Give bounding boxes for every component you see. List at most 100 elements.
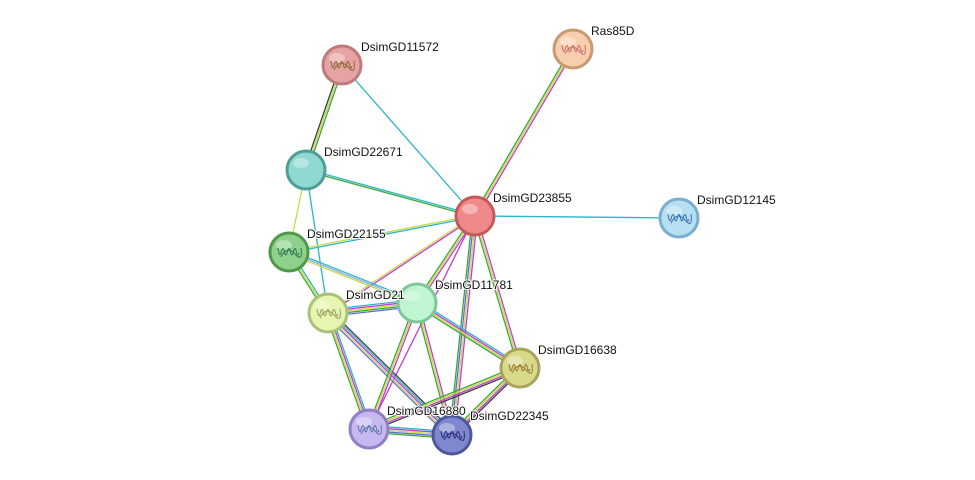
edge-strand-cyan (305, 168, 476, 216)
edge-n11572-n23855[interactable] (341, 64, 476, 217)
node-circle[interactable] (499, 347, 541, 389)
node-circle[interactable] (396, 282, 438, 324)
node-n11572[interactable] (321, 44, 363, 86)
edge-strand-blue (450, 215, 475, 436)
node-circle[interactable] (321, 44, 363, 86)
protein-structure-icon (440, 430, 463, 439)
edge-strand-yellow (326, 214, 476, 313)
edge-strand-cyan (328, 311, 454, 435)
edge-n23855-n21[interactable] (326, 214, 477, 315)
node-circle[interactable] (454, 195, 496, 237)
node-n16638[interactable] (499, 347, 541, 389)
edge-strand-magenta (475, 214, 523, 369)
node-highlight (404, 291, 420, 301)
node-circle[interactable] (307, 292, 349, 334)
edge-ras85d-n23855[interactable] (472, 47, 576, 218)
node-n22345[interactable] (431, 414, 473, 456)
node-n23855[interactable] (454, 195, 496, 237)
edge-strand-cyan (288, 249, 419, 303)
node-label-n16880: DsimGD16880 (387, 404, 466, 418)
node-label-n21: DsimGD21 (346, 288, 405, 302)
edge-strand-green (305, 170, 476, 218)
edge-n16638-n16880[interactable] (367, 364, 522, 433)
edge-n22671-n21[interactable] (305, 169, 329, 314)
node-highlight (439, 423, 455, 433)
protein-structure-icon (508, 363, 531, 372)
edge-strand-black (369, 369, 522, 433)
node-highlight (293, 158, 309, 168)
node-label-n12145: DsimGD12145 (697, 193, 776, 207)
node-n11781[interactable] (396, 282, 438, 324)
edge-strand-magenta (453, 215, 479, 436)
node-circle[interactable] (268, 231, 310, 273)
edge-strand-cyan (341, 64, 476, 217)
edge-strand-magenta (475, 49, 576, 218)
node-circle[interactable] (552, 28, 594, 70)
edge-strand-cyan (329, 311, 373, 429)
protein-structure-icon (357, 424, 380, 433)
protein-structure-icon (561, 44, 584, 53)
edge-strand-yellow (416, 302, 453, 436)
node-circle[interactable] (285, 149, 327, 191)
edge-n21-n16880[interactable] (324, 311, 373, 431)
edge-strand-yellow (368, 302, 418, 430)
edge-strand-green (324, 313, 368, 431)
node-highlight (507, 356, 523, 366)
node-label-n22155: DsimGD22155 (307, 227, 386, 241)
protein-structure-icon (360, 424, 382, 435)
node-label-n11781: DsimGD11781 (435, 278, 513, 292)
protein-structure-icon (670, 213, 692, 224)
edge-strand-green (366, 301, 417, 430)
node-highlight (666, 206, 682, 216)
protein-structure-icon (564, 44, 586, 55)
edge-strand-magenta (328, 312, 371, 430)
node-label-n22671: DsimGD22671 (324, 145, 403, 159)
protein-structure-icon (333, 60, 355, 71)
node-n21[interactable] (307, 292, 349, 334)
edge-strand-yellow (368, 366, 521, 429)
node-label-n22345: DsimGD22345 (470, 409, 549, 423)
edge-n11781-n16880[interactable] (366, 301, 420, 431)
protein-structure-icon (667, 213, 690, 222)
protein-structure-icon (443, 430, 465, 441)
edge-strand-green (414, 302, 452, 437)
edge-strand-yellow (452, 215, 477, 436)
protein-structure-icon (277, 247, 300, 256)
edge-strand-magenta (368, 368, 521, 431)
node-highlight (560, 37, 576, 47)
edge-n23855-n12145[interactable] (474, 215, 680, 219)
node-circle[interactable] (348, 408, 390, 450)
edge-strand-lightblue (288, 251, 418, 304)
protein-structure-icon (280, 247, 302, 258)
node-n22671[interactable] (285, 149, 327, 191)
edge-n21-n22345[interactable] (324, 309, 456, 439)
edge-strand-yellow (326, 312, 369, 430)
node-n16880[interactable] (348, 408, 390, 450)
edge-n22671-n23855[interactable] (305, 168, 476, 218)
edge-strand-magenta (369, 302, 420, 431)
edge-strand-green (367, 364, 520, 428)
node-label-n23855: DsimGD23855 (493, 191, 572, 205)
node-n22155[interactable] (268, 231, 310, 273)
edge-n22155-n11781[interactable] (287, 249, 419, 306)
node-label-n16638: DsimGD16638 (538, 343, 617, 357)
node-n12145[interactable] (658, 197, 700, 239)
node-circle[interactable] (431, 414, 473, 456)
protein-structure-icon (511, 363, 533, 374)
edge-strand-cyan (305, 169, 329, 314)
node-circle[interactable] (658, 197, 700, 239)
protein-structure-icon (319, 308, 341, 319)
node-highlight (462, 204, 478, 214)
edge-strand-yellow (474, 215, 521, 369)
node-ras85d[interactable] (552, 28, 594, 70)
edge-strand-cyan (288, 216, 476, 254)
node-highlight (276, 240, 292, 250)
node-highlight (315, 301, 331, 311)
edge-strand-green (472, 215, 520, 370)
edge-n23855-n22155[interactable] (288, 214, 476, 254)
edge-strand-cyan (474, 215, 680, 219)
edge-n23855-n16638[interactable] (472, 214, 523, 370)
edge-n11781-n22345[interactable] (414, 301, 455, 437)
